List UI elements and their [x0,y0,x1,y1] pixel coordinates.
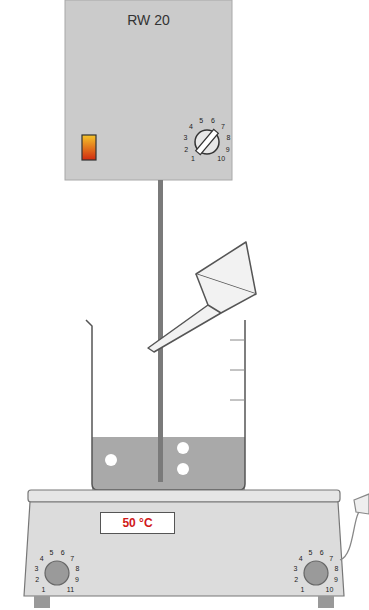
speed-scale-number: 10 [217,155,225,162]
stir-scale-number: 4 [299,555,303,562]
speed-scale-number: 1 [191,155,195,162]
speed-scale-number: 7 [221,123,225,130]
heat-scale-number: 7 [70,555,74,562]
speed-knob [195,129,219,154]
speed-scale-number: 2 [184,146,188,153]
stirrer-shaft [158,180,163,480]
heat-scale-number: 5 [49,549,53,556]
speed-scale-number: 6 [211,117,215,124]
speed-scale-number: 8 [227,134,231,141]
node-text: 50 °C [122,516,152,530]
stir-scale-number: 1 [301,586,305,593]
stir-scale-number: 8 [335,565,339,572]
indicator-lamp [82,135,96,160]
stir-scale-number: 2 [294,576,298,583]
stirrer-housing-label: RW 20 [65,0,232,40]
speed-scale-number: 4 [189,123,193,130]
heat-scale-number: 8 [76,565,80,572]
heat-scale-number: 2 [35,576,39,583]
stir-scale-number: 7 [329,555,333,562]
temperature-display: 50 °C [100,512,175,534]
heat-scale-number: 4 [40,555,44,562]
speed-scale-number: 9 [226,146,230,153]
hotplate [24,490,369,608]
node-text: RW 20 [127,12,170,28]
heat-scale-number: 9 [75,576,79,583]
heat-scale-number: 6 [61,549,65,556]
heat-scale-number: 3 [35,565,39,572]
stirrer-housing [65,0,232,180]
stir-scale-number: 6 [320,549,324,556]
stir-scale-number: 5 [308,549,312,556]
heat-scale-number: 1 [42,586,46,593]
speed-scale-number: 3 [184,134,188,141]
stir-scale-number: 10 [326,586,334,593]
funnel [148,242,256,352]
speed-scale-number: 5 [199,117,203,124]
heat-scale-number: 11 [67,586,74,593]
stir-scale-number: 3 [294,565,298,572]
stir-scale-number: 9 [334,576,338,583]
